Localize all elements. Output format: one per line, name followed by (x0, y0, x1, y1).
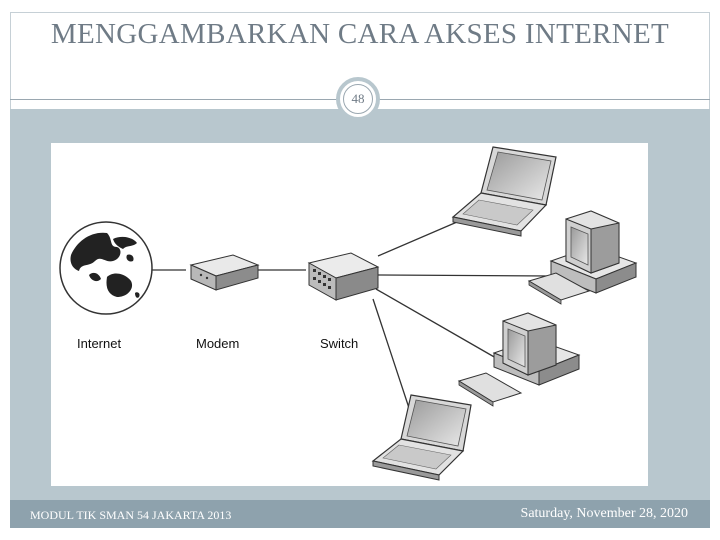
slide-number: 48 (343, 84, 373, 114)
desktop-computer-icon (457, 312, 581, 407)
slide-number-badge: 48 (336, 77, 380, 121)
laptop-icon (451, 146, 557, 237)
footer-date: Saturday, November 28, 2020 (520, 506, 688, 521)
switch-icon (307, 252, 380, 301)
network-diagram: Internet Modem Switch (51, 143, 648, 486)
modem-icon (189, 254, 260, 291)
laptop-icon (371, 394, 472, 481)
link-switch-desktop-bottom (375, 288, 497, 359)
slide-title: MENGGAMBARKAN CARA AKSES INTERNET (50, 18, 670, 50)
link-switch-laptop-bottom (372, 298, 410, 409)
modem-label: Modem (196, 336, 239, 351)
desktop-computer-icon (527, 210, 638, 305)
internet-label: Internet (77, 336, 121, 351)
connection-lines (151, 215, 552, 409)
link-switch-desktop-top (377, 274, 552, 277)
globe-icon (59, 221, 153, 315)
footer-bar (10, 500, 710, 528)
footer-module-text: MODUL TIK SMAN 54 JAKARTA 2013 (30, 508, 232, 522)
switch-label: Switch (320, 336, 358, 351)
